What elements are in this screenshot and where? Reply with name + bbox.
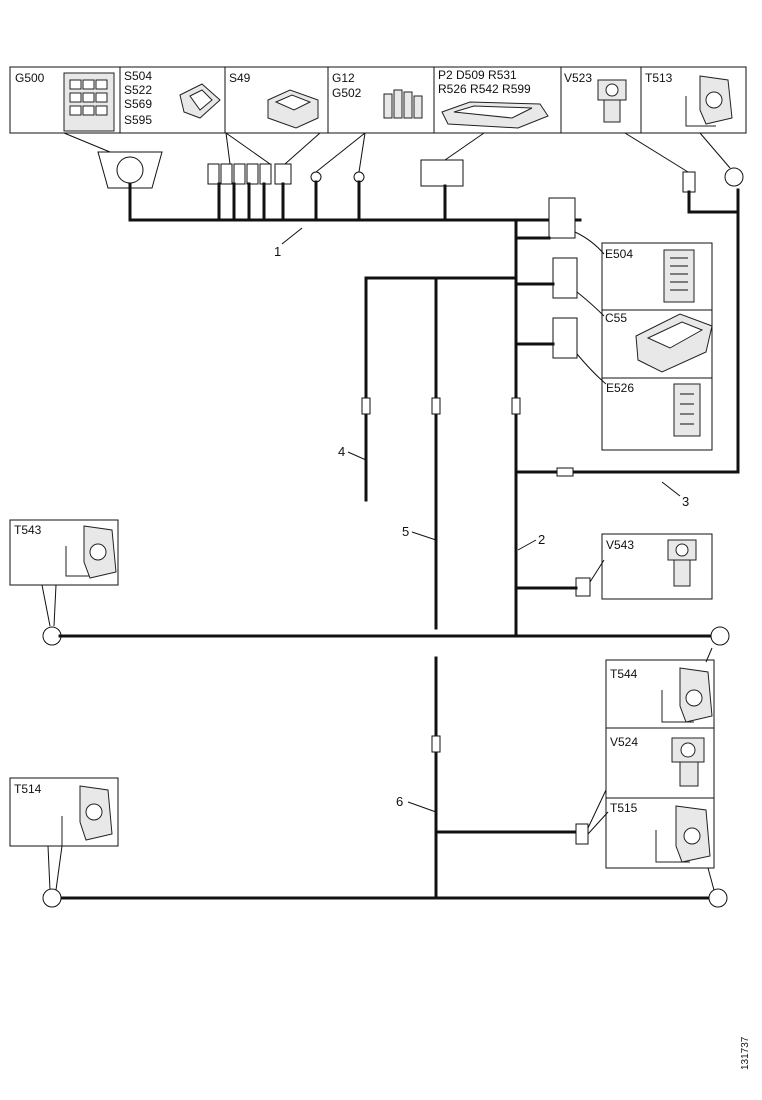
motor-icon-v524 bbox=[671, 737, 705, 787]
label-s595: S595 bbox=[124, 113, 152, 127]
component-s504-group: S504 S522 S569 S595 bbox=[124, 69, 221, 127]
connector-v543 bbox=[575, 577, 591, 597]
component-v524: V524 bbox=[610, 735, 705, 787]
climate-unit-icon bbox=[635, 313, 713, 373]
harness-label-6: 6 bbox=[396, 794, 403, 809]
harness-label-3: 3 bbox=[682, 494, 689, 509]
connector-v523 bbox=[624, 132, 696, 193]
label-t514: T514 bbox=[14, 782, 42, 796]
motor-icon-v543 bbox=[667, 539, 697, 587]
connector-g12 bbox=[310, 132, 366, 183]
harness-label-5: 5 bbox=[402, 524, 409, 539]
connector-t543 bbox=[42, 626, 62, 646]
harness-6 bbox=[431, 656, 609, 900]
label-v523: V523 bbox=[564, 71, 592, 85]
component-e504: E504 bbox=[514, 197, 695, 303]
connector-g500 bbox=[63, 132, 163, 189]
component-e526: E526 bbox=[514, 317, 701, 437]
instrument-cluster-icon bbox=[441, 101, 549, 129]
label-t544: T544 bbox=[610, 667, 638, 681]
component-t515: T515 bbox=[610, 801, 711, 863]
speaker-icon bbox=[383, 89, 423, 119]
harness-bottom bbox=[42, 867, 728, 908]
connector-t515 bbox=[708, 888, 728, 908]
component-v543: V543 bbox=[514, 533, 713, 600]
label-g12: G12 bbox=[332, 71, 355, 85]
component-g500: G500 bbox=[15, 71, 115, 132]
speaker-bracket-icon-t514 bbox=[61, 785, 113, 846]
connector-t514 bbox=[42, 888, 62, 908]
label-t513: T513 bbox=[645, 71, 673, 85]
component-t544: T544 bbox=[610, 647, 713, 723]
label-t515: T515 bbox=[610, 801, 638, 815]
component-t514: T514 bbox=[9, 777, 119, 891]
ecu-module-icon-2 bbox=[673, 383, 701, 437]
label-s49: S49 bbox=[229, 71, 251, 85]
connector-e526 bbox=[552, 317, 578, 359]
switch-icon bbox=[179, 83, 221, 119]
label-e504: E504 bbox=[605, 247, 633, 261]
component-v523: V523 bbox=[564, 71, 627, 123]
component-p2-group: P2 D509 R531 R526 R542 R599 bbox=[438, 68, 549, 129]
harness-3 bbox=[514, 188, 740, 477]
label-e526: E526 bbox=[606, 381, 634, 395]
connector-t513 bbox=[699, 132, 744, 187]
speaker-bracket-icon bbox=[685, 75, 733, 127]
connector-p2 bbox=[420, 132, 485, 187]
harness-label-4: 4 bbox=[338, 444, 345, 459]
label-g500: G500 bbox=[15, 71, 45, 85]
label-s569: S569 bbox=[124, 97, 152, 111]
ecu-module-icon bbox=[663, 249, 695, 303]
connector-c55 bbox=[552, 257, 578, 299]
component-c55: C55 bbox=[514, 257, 713, 373]
label-t543: T543 bbox=[14, 523, 42, 537]
component-g12-group: G12 G502 bbox=[332, 71, 423, 119]
label-v524: V524 bbox=[610, 735, 638, 749]
connector-block-switches bbox=[207, 132, 321, 185]
connector-lower-right bbox=[575, 823, 589, 845]
label-g502: G502 bbox=[332, 86, 362, 100]
label-s504: S504 bbox=[124, 69, 152, 83]
label-p2-line2: R526 R542 R599 bbox=[438, 82, 531, 96]
label-s522: S522 bbox=[124, 83, 152, 97]
label-p2-line1: P2 D509 R531 bbox=[438, 68, 517, 82]
harness-label-2: 2 bbox=[538, 532, 545, 547]
top-component-strip bbox=[9, 66, 747, 134]
label-v543: V543 bbox=[606, 538, 634, 552]
reference-number: 131737 bbox=[740, 1036, 751, 1070]
speaker-bracket-icon-t543 bbox=[65, 525, 117, 579]
motor-icon bbox=[597, 79, 627, 123]
inline-connectors bbox=[361, 397, 521, 415]
component-t513: T513 bbox=[645, 71, 733, 127]
harness-1-wires bbox=[128, 180, 582, 222]
harness-cross-upper bbox=[58, 626, 730, 646]
speaker-bracket-icon-t544 bbox=[661, 667, 713, 723]
component-t543: T543 bbox=[9, 519, 119, 646]
switch-block-icon bbox=[267, 89, 319, 129]
harness-label-1: 1 bbox=[274, 244, 281, 259]
component-s49: S49 bbox=[229, 71, 319, 129]
main-trunk bbox=[364, 218, 518, 638]
connector-e504 bbox=[548, 197, 576, 239]
connector-t544 bbox=[710, 626, 730, 646]
speaker-bracket-icon-t515 bbox=[655, 805, 711, 863]
label-c55: C55 bbox=[605, 311, 627, 325]
